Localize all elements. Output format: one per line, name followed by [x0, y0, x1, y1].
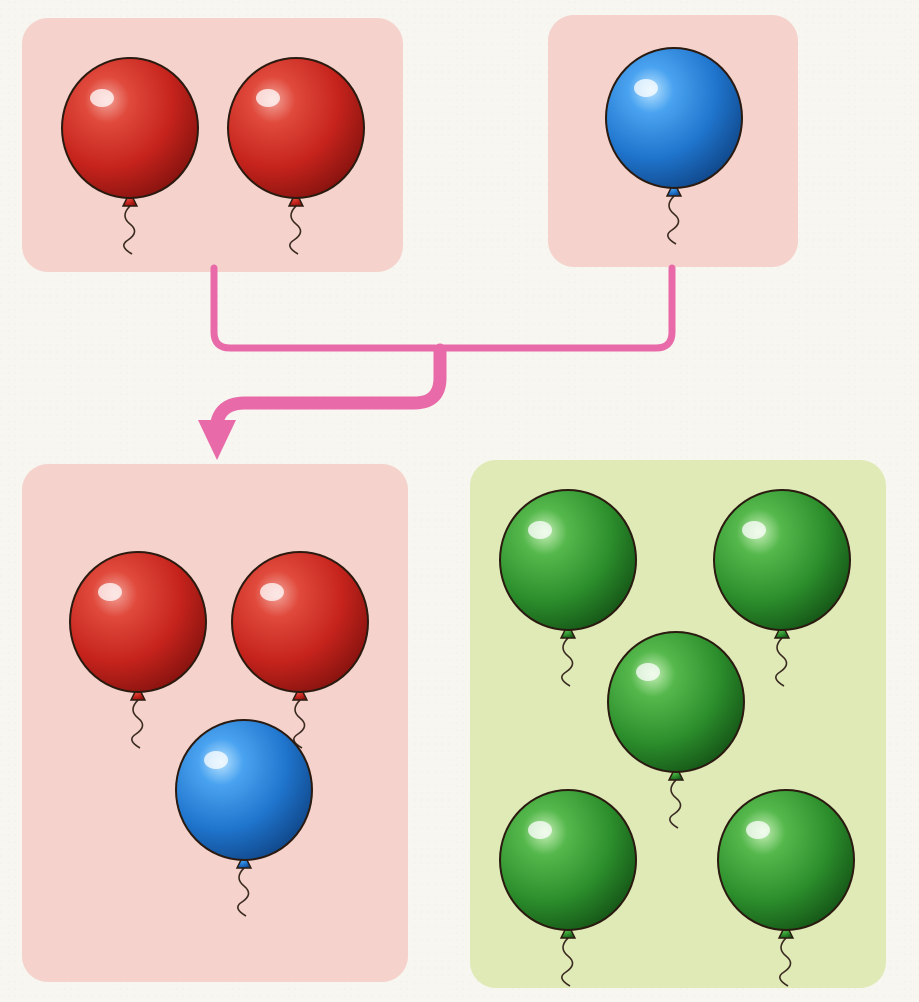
balloon-string: [293, 699, 306, 749]
balloon-string: [289, 205, 302, 255]
balloon-highlight: [528, 821, 552, 839]
balloon-body: [231, 551, 369, 693]
blue-balloon: [605, 47, 743, 245]
green-balloon: [499, 489, 637, 687]
red-balloon: [231, 551, 369, 749]
green-balloon: [713, 489, 851, 687]
balloon-highlight: [260, 583, 284, 601]
balloon-body: [61, 57, 199, 199]
balloon-body: [607, 631, 745, 773]
balloon-highlight: [98, 583, 122, 601]
red-balloon: [61, 57, 199, 255]
balloon-highlight: [742, 521, 766, 539]
green-balloon: [607, 631, 745, 829]
balloon-string: [237, 867, 250, 917]
balloon-highlight: [256, 89, 280, 107]
balloon-body: [69, 551, 207, 693]
balloon-body: [499, 789, 637, 931]
balloon-string: [561, 637, 574, 687]
merge-arrow-icon: [198, 264, 676, 460]
green-balloon: [717, 789, 855, 987]
balloon-highlight: [634, 79, 658, 97]
balloon-string: [131, 699, 144, 749]
blue-balloon: [175, 719, 313, 917]
green-balloon: [499, 789, 637, 987]
balloon-highlight: [90, 89, 114, 107]
balloon-string: [669, 779, 682, 829]
balloon-highlight: [746, 821, 770, 839]
balloon-string: [667, 195, 680, 245]
balloon-body: [713, 489, 851, 631]
balloon-layer: [61, 47, 855, 987]
balloon-highlight: [636, 663, 660, 681]
balloon-highlight: [204, 751, 228, 769]
balloon-string: [561, 937, 574, 987]
balloon-body: [227, 57, 365, 199]
balloon-body: [605, 47, 743, 189]
red-balloon: [227, 57, 365, 255]
group-box-combined: [22, 464, 408, 982]
balloon-highlight: [528, 521, 552, 539]
balloon-string: [775, 637, 788, 687]
balloon-body: [499, 489, 637, 631]
balloon-string: [123, 205, 136, 255]
balloon-body: [175, 719, 313, 861]
red-balloon: [69, 551, 207, 749]
balloon-string: [779, 937, 792, 987]
balloon-body: [717, 789, 855, 931]
